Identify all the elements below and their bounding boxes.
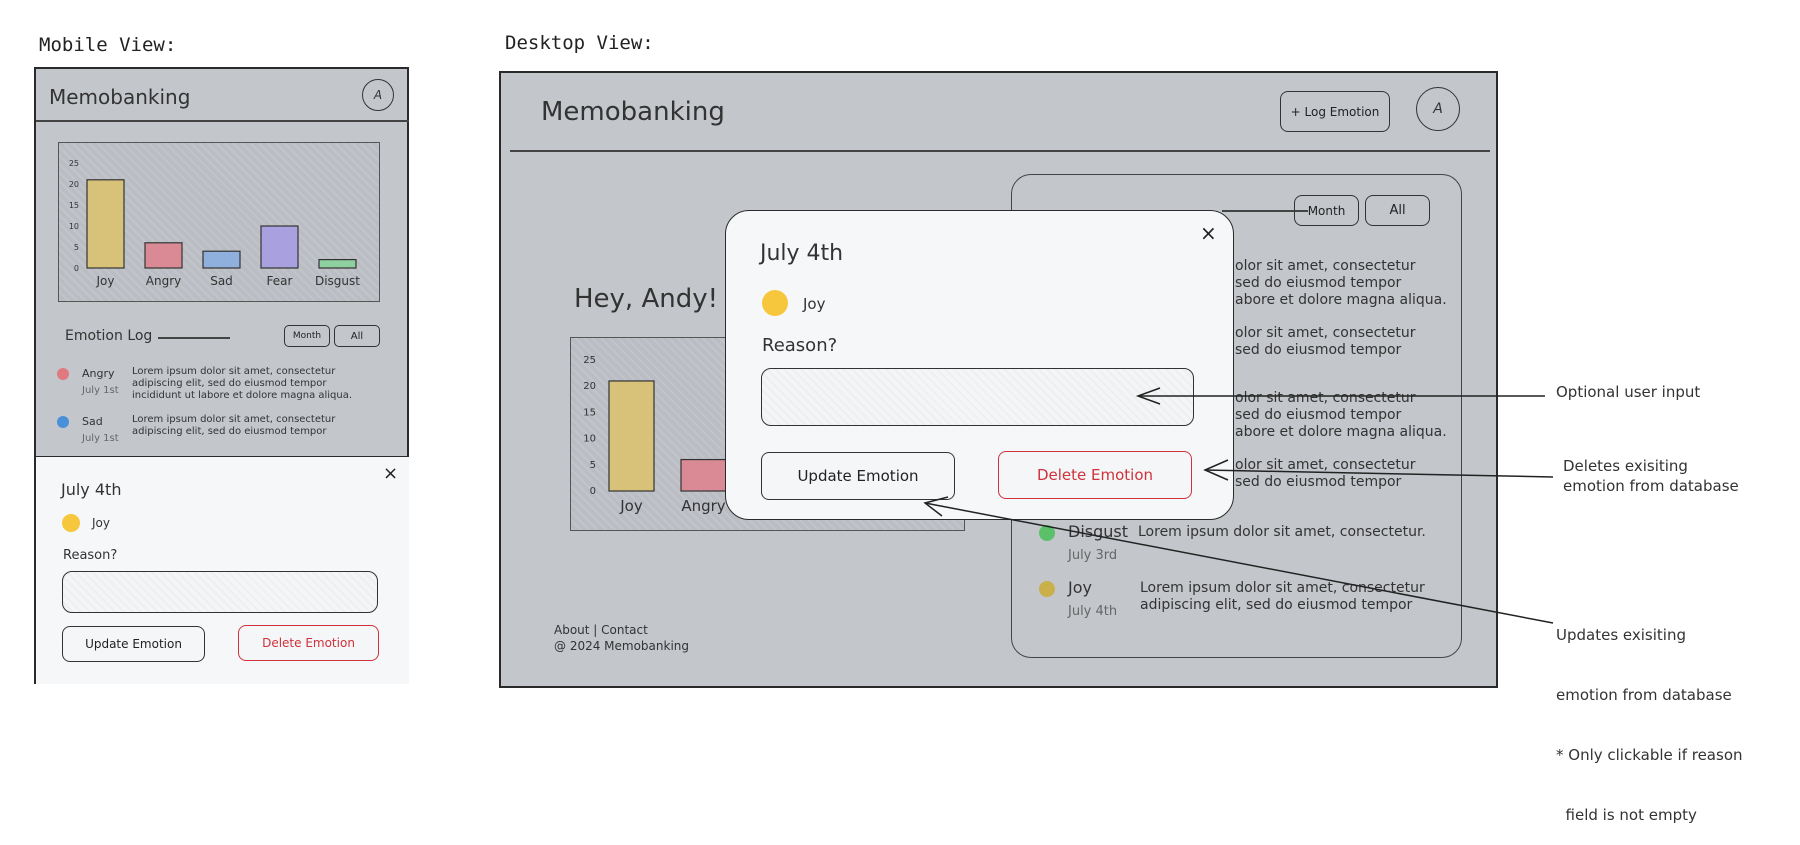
entry-date: July 3rd xyxy=(1068,548,1118,563)
y-tick-label: 5 xyxy=(74,243,79,252)
delete-emotion-button[interactable]: Delete Emotion xyxy=(238,625,379,661)
modal-emotion: Joy xyxy=(92,516,110,530)
annotation-optional-input: Optional user input xyxy=(1556,383,1701,401)
modal-date: July 4th xyxy=(760,241,844,266)
bar-joy xyxy=(86,179,125,269)
bar-angry xyxy=(144,242,183,269)
y-tick-label: 20 xyxy=(583,381,596,392)
y-tick-label: 15 xyxy=(583,407,596,418)
entry-text: Lorem ipsum dolor sit amet, consectetur … xyxy=(132,366,353,401)
avatar[interactable]: A xyxy=(1416,87,1460,131)
filter-month-button[interactable]: Month xyxy=(1294,195,1359,226)
log-emotion-button[interactable]: + Log Emotion xyxy=(1280,91,1390,132)
emotion-dot xyxy=(1039,525,1055,541)
entry-text: Lorem ipsum dolor sit amet, consectetur. xyxy=(1138,524,1426,540)
x-tick-label: Angry xyxy=(146,274,181,288)
entry-emotion: Sad xyxy=(82,415,103,428)
close-icon[interactable]: × xyxy=(1200,221,1217,245)
arrow-update xyxy=(924,502,1554,624)
arrow-delete xyxy=(1204,469,1554,478)
bar-joy xyxy=(608,380,655,492)
reason-label: Reason? xyxy=(63,548,118,563)
bar-sad xyxy=(202,250,241,269)
entry-emotion: Disgust xyxy=(1068,522,1129,541)
bar-fear xyxy=(260,225,299,269)
filter-all-button[interactable]: All xyxy=(334,325,380,347)
entry-date: July 1st xyxy=(82,385,119,396)
reason-input[interactable] xyxy=(761,368,1194,426)
bar-disgust xyxy=(318,258,357,269)
y-tick-label: 0 xyxy=(74,264,79,273)
close-icon[interactable]: × xyxy=(383,463,399,484)
footer-links[interactable]: About | Contact xyxy=(554,623,648,637)
footer-copyright: @ 2024 Memobanking xyxy=(554,639,690,653)
greeting: Hey, Andy! xyxy=(574,284,719,314)
modal-emotion: Joy xyxy=(803,295,826,313)
y-tick-label: 10 xyxy=(583,434,596,445)
x-tick-label: Disgust xyxy=(315,274,360,288)
y-tick-label: 0 xyxy=(590,486,596,497)
app-logo[interactable]: Memobanking xyxy=(541,97,725,127)
reason-input[interactable] xyxy=(62,571,378,613)
app-logo[interactable]: Memobanking xyxy=(49,85,191,109)
filter-month-button[interactable]: Month xyxy=(284,325,330,347)
emotion-dot xyxy=(57,416,69,428)
desktop-view-label: Desktop View: xyxy=(505,32,654,54)
filter-all-button[interactable]: All xyxy=(1365,195,1430,226)
entry-text-fragment: olor sit amet, consectetur sed do eiusmo… xyxy=(1235,457,1416,490)
x-tick-label: Angry xyxy=(681,497,725,515)
emotion-log-panel: Month All olor sit amet, consectetur sed… xyxy=(1011,174,1462,658)
entry-date: July 4th xyxy=(1068,604,1118,619)
entry-text: Lorem ipsum dolor sit amet, consectetur … xyxy=(132,414,336,437)
emotion-dot xyxy=(1039,581,1055,597)
bar-angry xyxy=(680,458,727,492)
y-tick-label: 25 xyxy=(69,159,79,168)
x-tick-label: Fear xyxy=(267,274,293,288)
emotion-dot xyxy=(62,514,80,532)
entry-date: July 1st xyxy=(82,433,119,444)
entry-emotion: Angry xyxy=(82,367,115,380)
edit-emotion-sheet: × July 4th Joy Reason? Update Emotion De… xyxy=(36,456,409,684)
title-underline xyxy=(158,337,230,339)
footer: About | Contact @ 2024 Memobanking xyxy=(554,622,689,654)
mobile-view-label: Mobile View: xyxy=(39,34,177,56)
entry-emotion: Joy xyxy=(1068,578,1092,597)
annotation-arrows xyxy=(923,387,1554,624)
arrowhead xyxy=(1135,387,1161,405)
emotion-log-title: Emotion Log xyxy=(65,328,153,344)
y-tick-label: 15 xyxy=(69,201,79,210)
y-tick-label: 10 xyxy=(69,222,79,231)
entry-text-fragment: olor sit amet, consectetur sed do eiusmo… xyxy=(1235,390,1447,440)
reason-label: Reason? xyxy=(762,335,838,356)
emotion-dot xyxy=(762,290,788,316)
emotion-dot xyxy=(57,368,69,380)
x-tick-label: Sad xyxy=(210,274,233,288)
annotation-update: Updates exisiting emotion from database … xyxy=(1556,626,1743,824)
y-tick-label: 25 xyxy=(583,355,596,366)
modal-date: July 4th xyxy=(61,480,122,499)
entry-text: Lorem ipsum dolor sit amet, consectetur … xyxy=(1140,580,1425,613)
avatar[interactable]: A xyxy=(362,79,394,111)
arrowhead xyxy=(923,496,949,517)
delete-emotion-button[interactable]: Delete Emotion xyxy=(998,451,1192,499)
update-emotion-button[interactable]: Update Emotion xyxy=(62,626,205,662)
x-tick-label: Joy xyxy=(619,497,643,515)
desktop-frame: Memobanking + Log Emotion A Hey, Andy! 2… xyxy=(499,71,1498,688)
header-divider xyxy=(36,120,409,122)
header-divider xyxy=(510,150,1490,152)
entry-text-fragment: olor sit amet, consectetur sed do eiusmo… xyxy=(1235,258,1447,308)
x-tick-label: Joy xyxy=(96,274,115,288)
entry-text-fragment: olor sit amet, consectetur sed do eiusmo… xyxy=(1235,325,1416,358)
title-underline xyxy=(1222,210,1308,212)
arrowhead xyxy=(1203,459,1229,481)
y-tick-label: 20 xyxy=(69,180,79,189)
update-emotion-button[interactable]: Update Emotion xyxy=(761,452,955,500)
annotation-delete: Deletes exisiting emotion from database xyxy=(1563,457,1739,495)
edit-emotion-modal: × July 4th Joy Reason? Update Emotion De… xyxy=(725,210,1234,520)
y-tick-label: 5 xyxy=(590,460,596,471)
